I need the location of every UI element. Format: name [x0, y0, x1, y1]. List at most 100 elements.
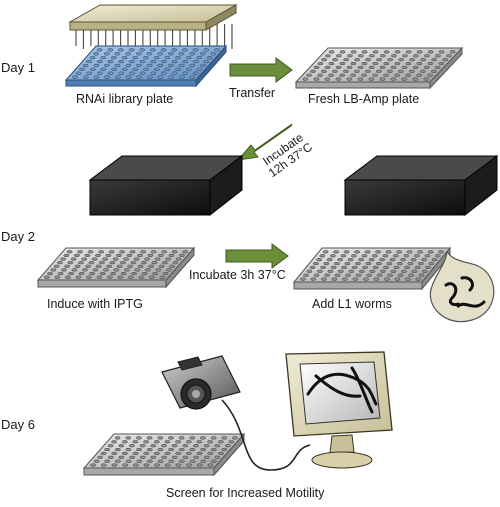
plate-well [390, 77, 397, 81]
plate-well [125, 448, 132, 452]
plate-well [369, 269, 376, 273]
plate-well [232, 436, 238, 440]
plate-well [398, 69, 404, 73]
plate-well [354, 69, 360, 73]
plate-well [126, 253, 133, 257]
plate-well [129, 250, 136, 254]
plate-well [137, 253, 143, 257]
plate-well [160, 60, 167, 64]
plate-well [182, 444, 189, 448]
plate-well [118, 71, 125, 75]
plate-well [410, 258, 417, 262]
fresh-plate-label: Fresh LB-Amp plate [308, 92, 420, 106]
plate-well [100, 463, 107, 467]
plate-well [368, 77, 375, 81]
plate-well [74, 264, 81, 268]
plate-well [104, 75, 110, 79]
plate-well [393, 265, 400, 269]
plate-well [326, 258, 333, 262]
plate-well [168, 459, 175, 463]
plate-well [228, 440, 235, 444]
plate-well [364, 250, 371, 254]
plate-well [317, 62, 324, 66]
plate-well [341, 265, 347, 269]
plate-well [358, 54, 364, 58]
plate-well [412, 65, 419, 69]
plate-well [368, 65, 375, 69]
plate-well [166, 268, 172, 272]
plate-well [110, 272, 116, 276]
plate-well [157, 75, 164, 79]
plate-well [158, 264, 165, 268]
plate-well [157, 63, 164, 67]
plate-well [147, 459, 153, 463]
plate-well [438, 62, 445, 66]
plate-well [143, 440, 149, 444]
plate-well [182, 455, 189, 459]
plate-well [354, 58, 360, 62]
plate-well [75, 71, 82, 75]
plate-well [114, 52, 121, 56]
plate-well [424, 254, 431, 258]
plate-well [391, 54, 397, 58]
plate-well [346, 77, 353, 81]
plate-well [86, 71, 93, 75]
plate-well [185, 440, 192, 444]
plate-well [164, 56, 171, 60]
incubate-12h-arrow [236, 123, 293, 161]
rnai-plate-label: RNAi library plate [76, 92, 174, 106]
plate-well [168, 448, 174, 452]
plate-well [203, 444, 210, 448]
plate-well [111, 451, 118, 455]
plate-well [217, 440, 224, 444]
plate-well [352, 277, 359, 281]
plate-well [178, 52, 185, 56]
plate-well [387, 58, 393, 62]
plate-well [203, 48, 210, 52]
plate-well [221, 448, 228, 452]
plate-well [200, 436, 206, 440]
plate-well [389, 258, 396, 262]
plate-well [401, 269, 407, 273]
plate-well [136, 436, 142, 440]
plate-well [89, 56, 96, 60]
plate-well [357, 77, 364, 81]
plate-well [376, 69, 382, 73]
plate-well [98, 250, 104, 254]
plate-well [125, 63, 132, 67]
induce-plate [36, 246, 196, 289]
plate-well [139, 48, 146, 52]
plate-well [415, 277, 422, 281]
plate-well [95, 264, 102, 268]
plate-well [136, 448, 142, 452]
plate-well [104, 448, 110, 452]
plate-well [200, 459, 207, 463]
plate-well [351, 254, 357, 258]
plate-well [150, 444, 157, 448]
plate-well [115, 459, 121, 463]
plate-well [343, 69, 349, 73]
plate-well [379, 258, 385, 262]
plate-well [214, 444, 221, 448]
plate-well [365, 58, 371, 62]
plate-well [125, 52, 131, 56]
plate-well [178, 63, 185, 67]
plate-well [57, 272, 64, 276]
plate-well [324, 273, 330, 277]
plate-well [109, 261, 116, 265]
plate-well [153, 56, 160, 60]
plate-well [368, 258, 375, 262]
plate-well [427, 50, 434, 54]
plate-well [149, 275, 155, 279]
plate-well [161, 444, 167, 448]
plate-well [372, 265, 379, 269]
plate-well [143, 463, 150, 467]
plate-well [171, 444, 178, 448]
plate-well [420, 69, 426, 73]
plate-well [125, 436, 132, 440]
plate-well [150, 60, 156, 64]
plate-well [397, 273, 404, 277]
plate-well [91, 257, 98, 261]
plate-well [130, 261, 137, 265]
